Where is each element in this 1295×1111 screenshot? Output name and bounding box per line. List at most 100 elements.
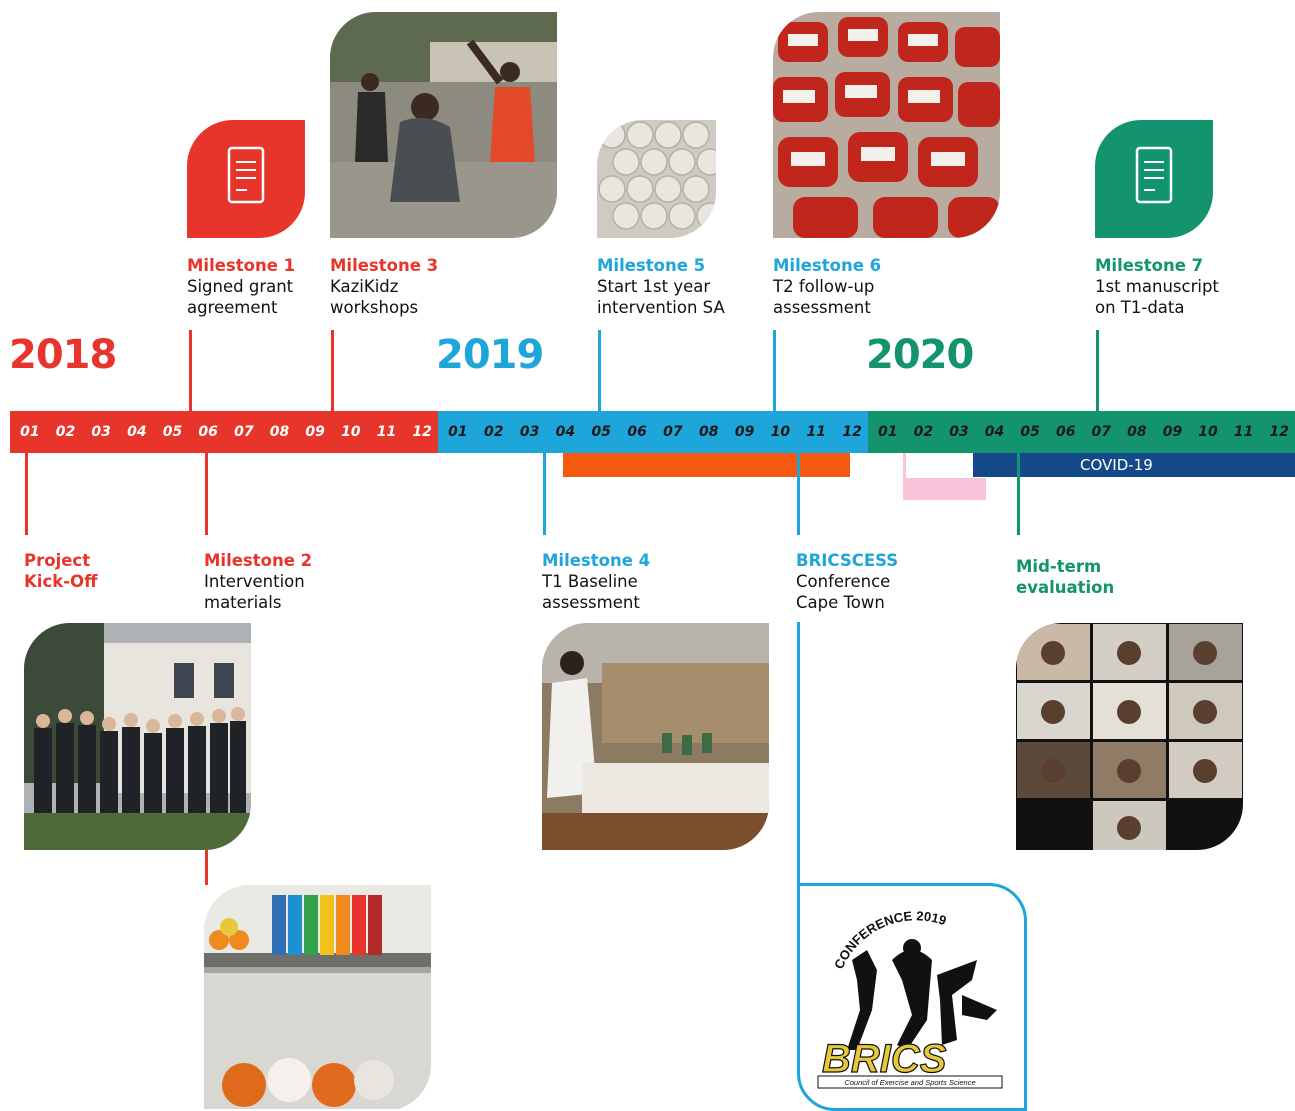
year-2020-label: 2020: [866, 332, 974, 378]
kickoff-title-line1: Project: [24, 551, 91, 570]
milestone-7-line1: 1st manuscript: [1095, 277, 1219, 296]
month-label: 10: [770, 424, 791, 440]
covid-bar: [973, 453, 1295, 477]
month-label: 07: [234, 424, 254, 440]
milestone-6-line2: assessment: [773, 298, 871, 317]
month-label: 02: [913, 424, 934, 440]
milestone-1-line1: Signed grant: [187, 277, 294, 296]
kickoff-connector: [25, 453, 28, 535]
midterm-title-line1: Mid-term: [1016, 557, 1102, 576]
brics-conference-logo: CONFERENCE 2019 BRICS Council of Exercis…: [812, 900, 1008, 1095]
month-label: 04: [555, 424, 576, 440]
month-label: 10: [1198, 424, 1218, 440]
month-label: 09: [305, 424, 325, 440]
month-label: 09: [1162, 424, 1183, 440]
milestone-2-line1: Intervention: [204, 572, 305, 591]
milestone-3-line1: KaziKidz: [330, 277, 399, 296]
year-2018-label: 2018: [9, 332, 117, 378]
milestone-5-line1: Start 1st year: [597, 277, 711, 296]
milestone-5-line2: intervention SA: [597, 298, 725, 317]
accelerometer-devices-photo: [773, 12, 1000, 238]
month-label: 04: [127, 424, 147, 440]
kickoff-text: Project Kick-Off: [24, 550, 97, 592]
kickoff-group-photo: [24, 623, 251, 850]
logo-caption: Council of Exercise and Sports Science: [844, 1078, 975, 1087]
midterm-text: Mid-term evaluation: [1016, 556, 1114, 598]
m2-connector: [205, 453, 208, 535]
pink-period-outline: [903, 453, 906, 478]
workshop-photo: [330, 12, 557, 238]
month-label: 05: [1020, 424, 1040, 440]
milestone-3-line2: workshops: [330, 298, 419, 317]
milestone-2-text: Milestone 2 Intervention materials: [204, 550, 312, 613]
milestone-2-title: Milestone 2: [204, 551, 313, 570]
brics-connector: [797, 453, 800, 535]
month-label: 08: [269, 424, 290, 440]
month-label: 01: [20, 424, 40, 440]
timeline-band-2020: [868, 411, 1295, 453]
m1-connector: [189, 330, 192, 411]
milestone-3-title: Milestone 3: [330, 256, 439, 275]
month-label: 03: [949, 424, 969, 440]
milestone-7-text: Milestone 7 1st manuscript on T1-data: [1095, 255, 1219, 318]
milestone-6-title: Milestone 6: [773, 256, 882, 275]
month-label: 03: [91, 424, 111, 440]
month-label: 02: [484, 424, 504, 440]
brics-line2: Cape Town: [796, 593, 885, 612]
brics-logo-connector: [797, 622, 800, 885]
midterm-title-line2: evaluation: [1016, 578, 1115, 597]
month-label: 01: [448, 424, 468, 440]
milestone-4-line1: T1 Baseline: [542, 572, 638, 591]
month-label: 12: [1269, 424, 1289, 440]
brics-line1: Conference: [796, 572, 891, 591]
milestone-5-text: Milestone 5 Start 1st year intervention …: [597, 255, 725, 318]
month-label: 12: [842, 424, 862, 440]
milestone-4-line2: assessment: [542, 593, 640, 612]
m7-connector: [1096, 330, 1099, 411]
video-call-photo: [1016, 623, 1243, 850]
milestone-7-line2: on T1-data: [1095, 298, 1185, 317]
month-label: 07: [663, 424, 683, 440]
logo-brics-word: BRICS: [822, 1037, 947, 1081]
document-icon: [227, 146, 265, 204]
pedometer-photo: [597, 120, 716, 238]
month-label: 09: [734, 424, 755, 440]
m5-connector: [598, 330, 601, 411]
month-label: 11: [376, 424, 397, 440]
milestone-1-text: Milestone 1 Signed grant agreement: [187, 255, 295, 318]
milestone-4-text: Milestone 4 T1 Baseline assessment: [542, 550, 650, 613]
kickoff-title-line2: Kick-Off: [24, 572, 98, 591]
month-label: 04: [984, 424, 1005, 440]
milestone-7-document-tile: [1095, 120, 1213, 238]
month-label: 11: [806, 424, 826, 440]
month-label: 08: [699, 424, 719, 440]
m3-connector: [331, 330, 334, 411]
m2-photo-connector: [205, 850, 208, 885]
milestone-7-title: Milestone 7: [1095, 256, 1204, 275]
month-label: 11: [1233, 424, 1254, 440]
month-label: 02: [55, 424, 76, 440]
month-label: 01: [878, 424, 898, 440]
year-2019-label: 2019: [436, 332, 544, 378]
milestone-6-line1: T2 follow-up: [773, 277, 875, 296]
milestone-4-title: Milestone 4: [542, 551, 651, 570]
milestone-3-text: Milestone 3 KaziKidz workshops: [330, 255, 438, 318]
milestone-1-title: Milestone 1: [187, 256, 296, 275]
timeline-band-2019: [438, 411, 868, 453]
pink-period-bar: [903, 478, 986, 500]
milestone-2-line2: materials: [204, 593, 282, 612]
month-label: 05: [591, 424, 611, 440]
month-label: 12: [412, 424, 432, 440]
month-label: 03: [519, 424, 540, 440]
timeline-band-2018: [10, 411, 438, 453]
laboratory-photo: [542, 623, 769, 850]
month-label: 07: [1091, 424, 1112, 440]
month-label: 10: [341, 424, 361, 440]
month-label: 06: [627, 424, 647, 440]
milestone-1-document-tile: [187, 120, 305, 238]
month-label: 05: [162, 424, 183, 440]
milestone-1-line2: agreement: [187, 298, 278, 317]
brics-title: BRICSCESS: [796, 551, 899, 570]
covid-label: COVID-19: [1080, 456, 1153, 474]
month-label: 06: [198, 424, 218, 440]
